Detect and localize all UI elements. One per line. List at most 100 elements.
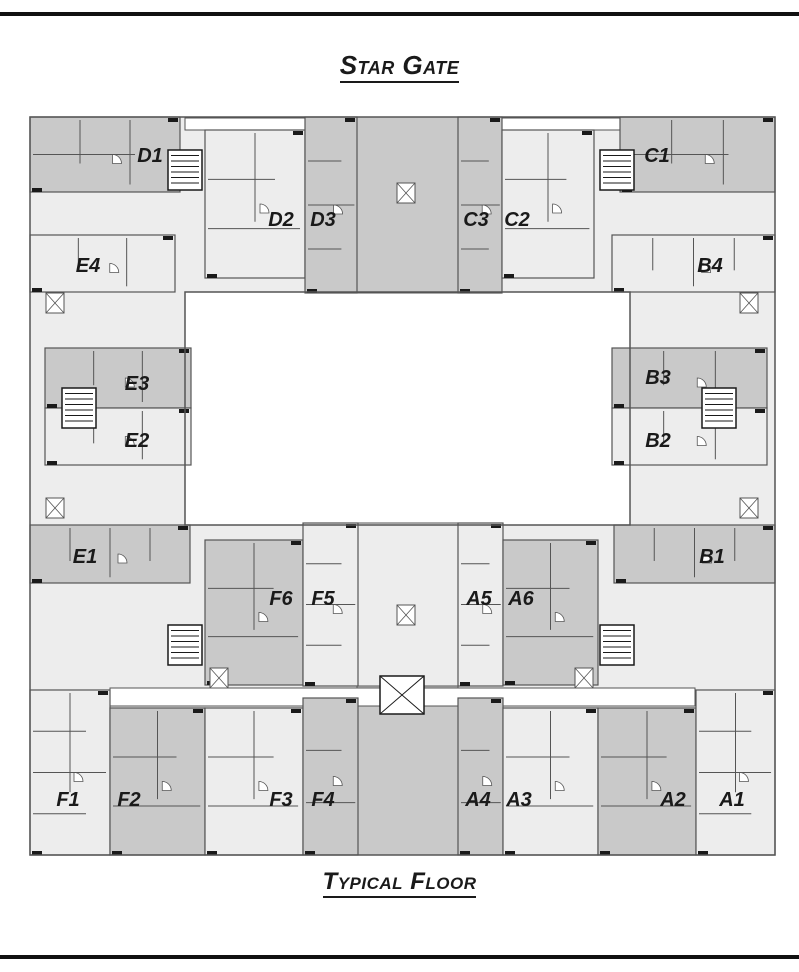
door-swing: [702, 553, 712, 564]
door-swing: [696, 436, 707, 446]
wall-column: [32, 851, 42, 855]
unit-label-c1: C1: [644, 145, 670, 167]
unit-label-a2: A2: [659, 789, 686, 811]
wall-column: [763, 691, 773, 695]
door-swing: [161, 781, 172, 791]
building-outline: [29, 116, 776, 856]
unit-label-d2: D2: [268, 209, 294, 231]
wall-column: [755, 349, 765, 353]
wall-column: [47, 404, 57, 408]
door-swing: [332, 604, 343, 614]
outer-walls: [29, 116, 776, 856]
unit-label-b1: B1: [699, 546, 725, 568]
elevator-cross: [379, 675, 425, 715]
wall-column: [179, 349, 189, 353]
wall-column: [505, 851, 515, 855]
door-swing: [73, 772, 84, 782]
wall-column: [207, 274, 217, 278]
bottom-rule: [0, 955, 799, 959]
wall-column: [763, 526, 773, 530]
unit-e4: [29, 234, 176, 293]
wall-column: [763, 236, 773, 240]
wall-column: [32, 188, 42, 192]
shaft-cross: [574, 667, 594, 689]
project-title: Star Gate: [0, 50, 799, 83]
unit-f4: [302, 697, 359, 856]
wall-column: [586, 541, 596, 545]
wall-column: [490, 118, 500, 122]
door-swing: [112, 154, 122, 164]
door-swing: [651, 781, 662, 791]
shaft-cross: [739, 497, 759, 519]
door-swing: [701, 263, 712, 273]
wall-column: [504, 274, 514, 278]
wall-column: [460, 682, 470, 686]
courtyard-outline: [184, 291, 631, 526]
unit-label-a5: A5: [465, 588, 492, 610]
unit-a4: [457, 697, 504, 856]
door-swing: [109, 263, 120, 273]
unit-label-f1: F1: [56, 789, 79, 811]
wall-column: [163, 236, 173, 240]
wall-column: [112, 851, 122, 855]
door-swing: [704, 154, 715, 164]
door-swing: [554, 781, 565, 791]
unit-label-c3: C3: [463, 209, 489, 231]
unit-label-e3: E3: [125, 373, 149, 395]
door-swing: [482, 776, 493, 786]
unit-label-d3: D3: [310, 209, 336, 231]
door-swing: [333, 204, 344, 215]
wall-column: [293, 131, 303, 135]
wall-column: [47, 461, 57, 465]
north-corridor-west: [184, 117, 306, 131]
unit-label-c2: C2: [504, 209, 530, 231]
wall-column: [32, 288, 42, 292]
unit-label-f6: F6: [269, 588, 293, 610]
wall-column: [207, 851, 217, 855]
wall-column: [684, 709, 694, 713]
wall-column: [345, 118, 355, 122]
door-swing: [124, 377, 135, 388]
courtyard: [192, 292, 612, 522]
room-partitions: [32, 118, 773, 855]
shaft-cross: [396, 604, 416, 626]
unit-b3: [611, 347, 768, 409]
unit-label-f2: F2: [117, 789, 140, 811]
wall-column: [291, 541, 301, 545]
wall-column: [305, 682, 315, 686]
wall-column: [32, 579, 42, 583]
door-swing: [332, 776, 343, 786]
wall-column: [346, 699, 356, 703]
wall-column: [505, 681, 515, 685]
wall-column: [586, 709, 596, 713]
wall-column: [178, 526, 188, 530]
unit-label-b2: B2: [645, 430, 671, 452]
wall-column: [346, 524, 356, 528]
wall-column: [600, 851, 610, 855]
unit-label-a3: A3: [505, 789, 532, 811]
door-swing: [554, 612, 565, 622]
unit-label-e2: E2: [125, 430, 149, 452]
door-swing: [124, 436, 135, 446]
unit-label-d1: D1: [137, 145, 163, 167]
north-core: [356, 116, 459, 294]
wall-column: [614, 404, 624, 408]
door-swing: [258, 781, 269, 791]
unit-b2: [611, 407, 768, 466]
top-rule: [0, 12, 799, 16]
unit-label-e4: E4: [76, 255, 100, 277]
wall-column: [179, 409, 189, 413]
shaft-cross: [739, 292, 759, 314]
wall-column: [616, 579, 626, 583]
unit-label-f3: F3: [269, 789, 292, 811]
wall-column: [291, 709, 301, 713]
stairwells: [45, 149, 759, 715]
floor-caption: Typical Floor: [0, 868, 799, 898]
unit-label-e1: E1: [73, 546, 97, 568]
door-swing: [696, 377, 707, 388]
wall-column: [491, 699, 501, 703]
wall-column: [460, 851, 470, 855]
door-swing: [482, 604, 493, 614]
